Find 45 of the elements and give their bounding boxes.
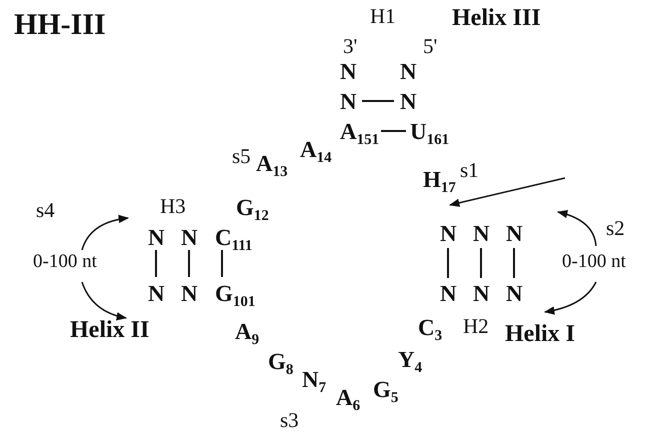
- helix-label: H3: [160, 196, 186, 217]
- segment-label: s4: [36, 200, 55, 221]
- prime-label: 5': [423, 36, 438, 57]
- nucleotide-label: A$_{6}$: [336, 386, 360, 414]
- nucleotide-label: N: [340, 90, 357, 113]
- segment-label: s5: [232, 146, 251, 167]
- helix-name: Helix I: [505, 322, 575, 346]
- nucleotide-label: C$_{3}$: [418, 316, 442, 344]
- nucleotide-label: N: [148, 282, 165, 305]
- nucleotide-label: N: [506, 222, 523, 245]
- loop-length-label: 0-100 nt: [33, 252, 97, 271]
- nucleotide-label: A$_{14}$: [300, 138, 332, 166]
- nucleotide-label: A$_{13}$: [256, 152, 288, 180]
- segment-label: s2: [606, 218, 625, 239]
- nucleotide-label: G$_{5}$: [373, 378, 398, 406]
- nucleotide-label: N: [181, 282, 198, 305]
- nucleotide-label: N: [440, 222, 457, 245]
- nucleotide-label: A$_{9}$: [235, 320, 260, 348]
- nucleotide-label: N$_{7}$: [302, 368, 326, 396]
- nucleotide-label: N: [340, 60, 357, 83]
- title: HH-III: [14, 10, 106, 40]
- nucleotide-label: N: [473, 222, 490, 245]
- nucleotide-label: N: [400, 90, 417, 113]
- helix-name: Helix II: [70, 318, 150, 342]
- helix-label: H2: [463, 316, 489, 337]
- nucleotide-label: C$_{111}$: [215, 226, 252, 254]
- segment-label: s3: [280, 410, 299, 431]
- helix-name: Helix III: [452, 6, 541, 30]
- nucleotide-label: N: [181, 226, 198, 249]
- nucleotide-label: A$_{151}$: [340, 120, 380, 148]
- nucleotide-label: N: [506, 282, 523, 305]
- nucleotide-label: G$_{101}$: [215, 282, 256, 310]
- nucleotide-label: Y$_{4}$: [398, 348, 422, 376]
- nucleotide-label: N: [400, 60, 417, 83]
- nucleotide-label: N: [473, 282, 490, 305]
- nucleotide-label: U$_{161}$: [410, 120, 450, 148]
- nucleotide-label: G$_{12}$: [236, 196, 269, 224]
- helix-label: H1: [370, 6, 396, 27]
- nucleotide-label: N: [148, 226, 165, 249]
- nucleotide-label: G$_{8}$: [268, 350, 294, 378]
- loop-length-label: 0-100 nt: [562, 252, 626, 271]
- nucleotide-label: N: [440, 282, 457, 305]
- nucleotide-label: H$_{17}$: [423, 168, 456, 196]
- segment-label: s1: [460, 160, 479, 181]
- prime-label: 3': [343, 36, 358, 57]
